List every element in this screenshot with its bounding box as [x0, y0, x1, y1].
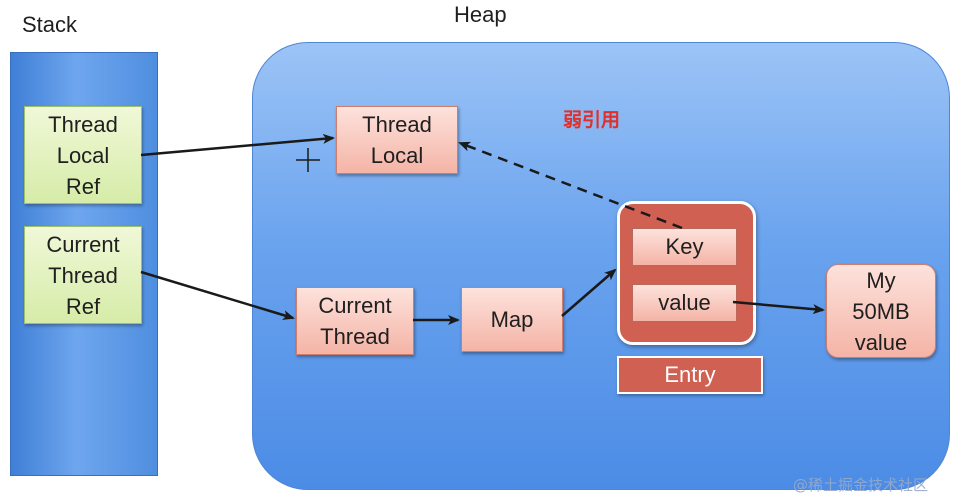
- entry-container: Key value: [617, 201, 756, 345]
- arrow-ctref-to-currentthread: [140, 270, 295, 320]
- key-label: Key: [665, 234, 704, 259]
- heap-label: Heap: [454, 2, 507, 27]
- crosshair-cursor-icon: [296, 148, 320, 172]
- map-box: Map: [461, 287, 563, 352]
- weak-reference-label: 弱引用: [563, 109, 621, 131]
- arrow-map-to-entry: [561, 268, 617, 317]
- watermark: @稀土掘金技术社区: [793, 476, 929, 494]
- arrow-key-weak-ref-to-threadlocal: [458, 141, 683, 230]
- arrow-tlref-to-threadlocal: [140, 133, 335, 157]
- map-label: Map: [490, 307, 534, 332]
- value-label: value: [658, 290, 711, 315]
- key-box: Key: [632, 228, 737, 266]
- stack-label: Stack: [22, 12, 78, 37]
- entry-label: Entry: [664, 362, 716, 387]
- arrow-value-to-big-value: [732, 300, 825, 315]
- entry-label-bar: Entry: [617, 356, 763, 394]
- value-box: value: [632, 284, 737, 322]
